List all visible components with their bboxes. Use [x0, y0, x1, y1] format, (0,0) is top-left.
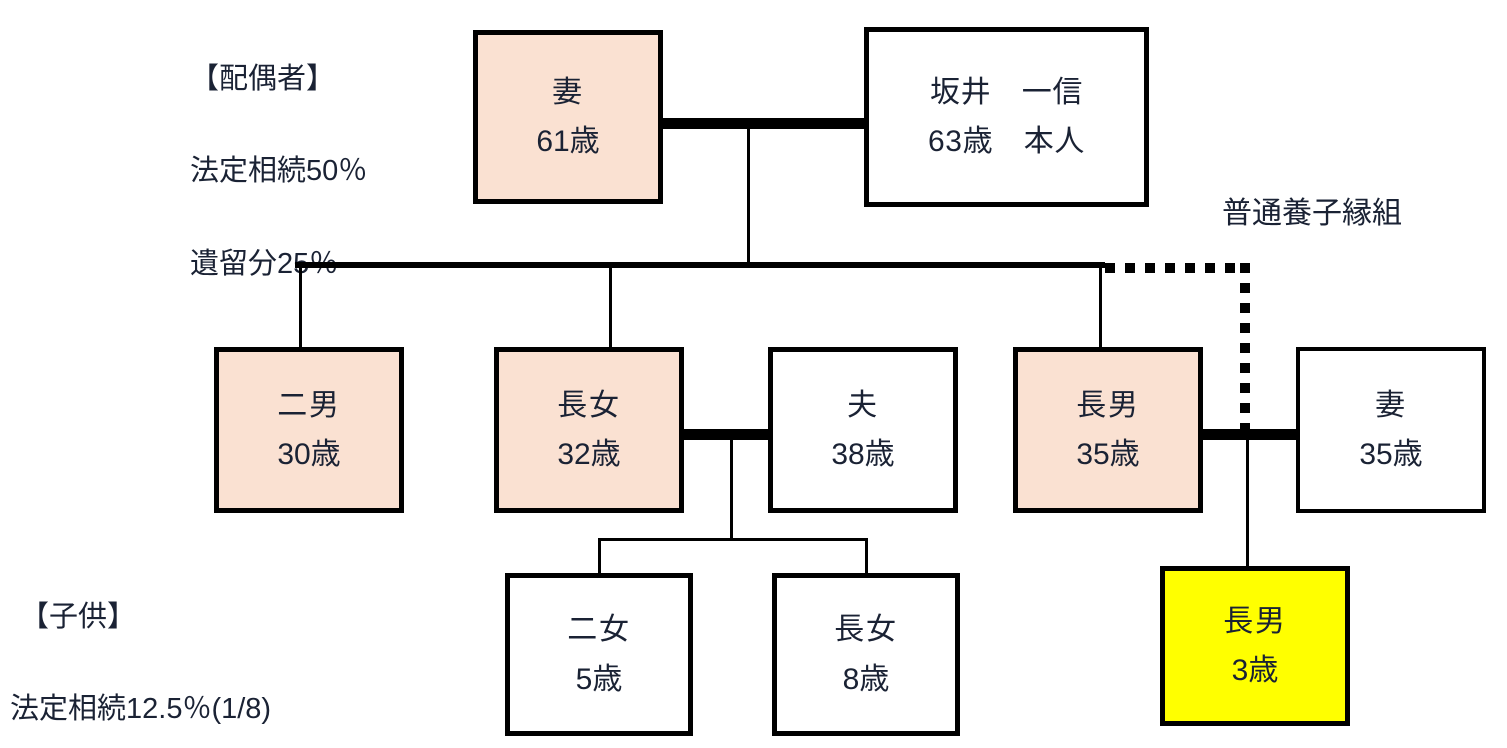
drop-line-gc-second-daughter — [598, 538, 601, 574]
drop-line-gc-eldest-daughter — [865, 538, 868, 574]
descent-line-gen1 — [747, 128, 750, 266]
person-age-eldest-daughter: 32歳 — [557, 438, 621, 471]
drop-line-eldest-son — [1099, 262, 1102, 349]
adoption-line-horizontal — [1105, 263, 1250, 273]
drop-line-eldest-daughter — [609, 262, 612, 349]
person-box-second-son[interactable]: 二男 30歳 — [214, 347, 404, 513]
person-age-gc-eldest-son: 3歳 — [1231, 654, 1279, 687]
person-name-wife-gen1: 妻 — [552, 75, 584, 109]
note-child-statutory-share: 法定相続12.5％(1/8) — [10, 693, 272, 726]
person-name-husband: 夫 — [847, 388, 879, 422]
person-box-wife-gen1[interactable]: 妻 61歳 — [473, 30, 663, 204]
note-spouse-statutory-share: 法定相続50％ — [190, 155, 368, 188]
note-spouse-share: 【配偶者】 法定相続50％ 遺留分25％ — [190, 8, 367, 335]
adoption-line-vertical — [1240, 263, 1250, 435]
person-name-gc-eldest-daughter: 長女 — [834, 613, 898, 647]
sibling-bus-gen2 — [295, 262, 1105, 268]
person-age-self: 63歳 本人 — [928, 125, 1085, 158]
note-spouse-heading: 【配偶者】 — [190, 62, 336, 95]
person-name-second-son: 二男 — [277, 388, 341, 422]
person-age-gc-eldest-daughter: 8歳 — [842, 662, 890, 696]
note-child-heading: 【子供】 — [20, 600, 137, 633]
person-name-self: 坂井 一信 — [930, 75, 1083, 109]
person-box-eldest-son[interactable]: 長男 35歳 — [1013, 347, 1203, 513]
person-box-wife-gen2[interactable]: 妻 35歳 — [1296, 347, 1486, 513]
person-name-wife-gen2: 妻 — [1375, 388, 1407, 422]
person-name-gc-eldest-son: 長男 — [1223, 604, 1287, 638]
person-name-eldest-daughter: 長女 — [557, 388, 621, 422]
person-age-second-son: 30歳 — [277, 438, 341, 471]
person-box-self[interactable]: 坂井 一信 63歳 本人 — [864, 27, 1149, 207]
person-box-gc-eldest-son[interactable]: 長男 3歳 — [1160, 566, 1350, 726]
person-box-gc-eldest-daughter[interactable]: 長女 8歳 — [772, 573, 960, 736]
person-age-wife-gen1: 61歳 — [536, 125, 600, 158]
marriage-line-gen1 — [660, 118, 870, 129]
person-age-gc-second-daughter: 5歳 — [575, 662, 623, 696]
person-name-gc-second-daughter: 二女 — [567, 613, 631, 647]
person-box-eldest-daughter[interactable]: 長女 32歳 — [494, 347, 684, 513]
marriage-line-daughter-husband — [683, 429, 773, 440]
person-age-husband: 38歳 — [831, 438, 895, 471]
descent-line-son-wife — [1246, 438, 1249, 568]
person-box-gc-second-daughter[interactable]: 二女 5歳 — [505, 573, 693, 736]
grandchild-bus — [598, 538, 868, 541]
person-box-husband[interactable]: 夫 38歳 — [768, 347, 958, 513]
note-child-share: 【子供】 法定相続12.5％(1/8) 遺留分6.25％(1/16) — [10, 546, 271, 748]
person-age-wife-gen2: 35歳 — [1359, 438, 1423, 471]
person-age-eldest-son: 35歳 — [1076, 438, 1140, 471]
descent-line-daughter-husband — [730, 438, 733, 538]
adoption-label: 普通養子縁組 — [1222, 197, 1402, 230]
person-name-eldest-son: 長男 — [1076, 388, 1140, 422]
drop-line-second-son — [299, 262, 302, 349]
